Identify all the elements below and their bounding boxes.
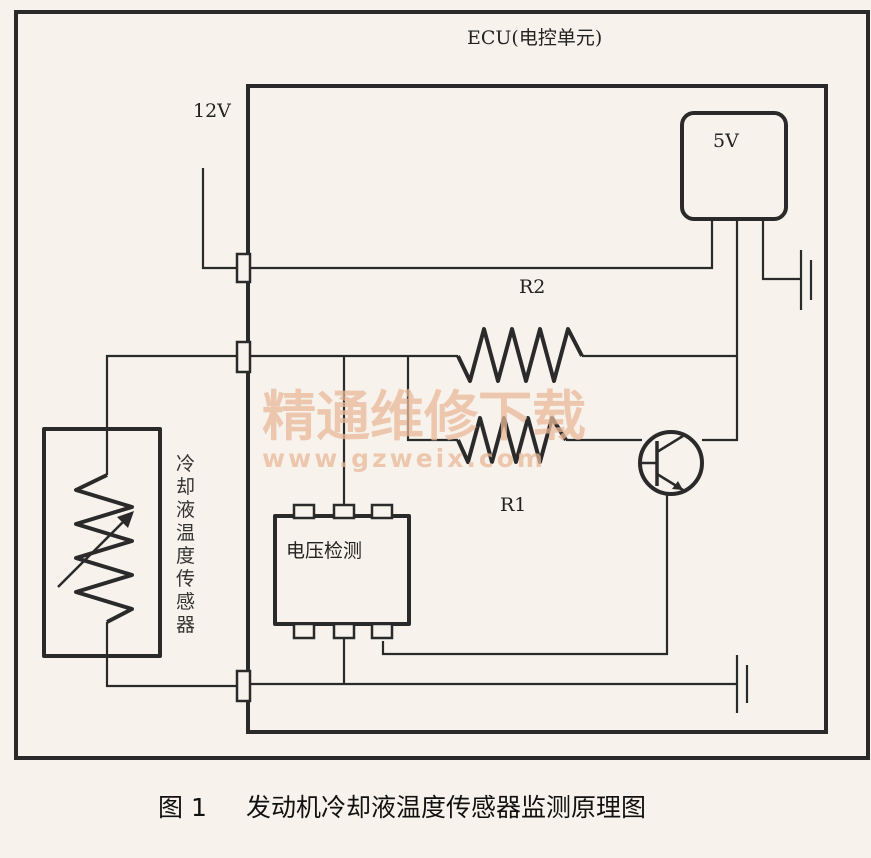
figure-number: 图 1 <box>158 793 207 822</box>
coolant-sensor-box <box>42 427 162 658</box>
watermark-url: www.gzweix.com <box>262 444 546 473</box>
sensor-label-char: 感 <box>176 591 195 613</box>
r1-left-wire <box>406 356 458 442</box>
supply-12v-label: 12V <box>193 100 231 122</box>
regulator-5v-box <box>680 111 788 221</box>
sensor-bottom-wire <box>105 656 237 688</box>
resistor-r1 <box>456 416 568 464</box>
figure-caption: 发动机冷却液温度传感器监测原理图 <box>246 793 646 822</box>
connector-pin-1 <box>235 252 252 284</box>
feed-wire-12v <box>250 219 714 270</box>
r2-label: R2 <box>519 276 545 298</box>
outer-frame <box>14 10 870 760</box>
sensor-label-char: 度 <box>176 545 195 567</box>
transistor-collector-wire <box>702 352 739 442</box>
ground-symbol-main <box>735 655 749 713</box>
sensor-label-char: 却 <box>176 476 195 498</box>
transistor-base-wire <box>381 494 669 656</box>
resistor-r2 <box>456 327 584 383</box>
transistor <box>638 430 704 496</box>
voltage-detect-label: 电压检测 <box>286 540 362 562</box>
sensor-label-char: 温 <box>176 522 195 544</box>
connector-pin-2 <box>235 340 252 374</box>
sensor-vertical-label: 冷 却 液 温 度 传 感 器 <box>176 453 195 636</box>
connector-pin-3 <box>235 669 252 703</box>
regulator-ground-wire <box>761 219 801 281</box>
sensor-label-char: 冷 <box>176 453 195 475</box>
sensor-top-wire <box>105 354 237 429</box>
sensor-label-char: 液 <box>176 499 195 521</box>
ecu-frame <box>246 84 828 734</box>
r1-label: R1 <box>500 494 526 516</box>
watermark-text: 精通维修下载 <box>262 385 586 448</box>
supply-12v-wire <box>201 168 237 270</box>
ecu-label: ECU(电控单元) <box>467 27 602 49</box>
sensor-label-char: 传 <box>176 568 195 590</box>
sensor-label-char: 器 <box>176 614 195 636</box>
voltage-detect-chip <box>273 503 411 640</box>
ground-symbol-regulator <box>799 250 813 310</box>
regulator-5v-label: 5V <box>713 130 739 152</box>
thermistor <box>57 429 134 656</box>
